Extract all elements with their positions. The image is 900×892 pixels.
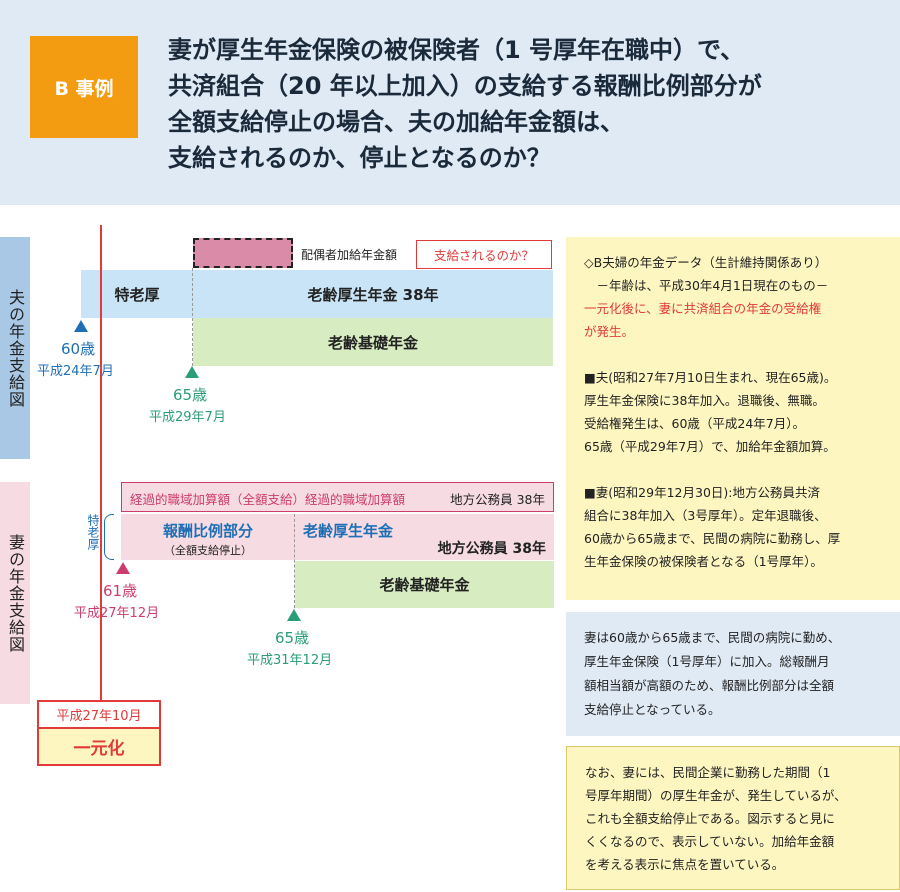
unification-line — [100, 225, 102, 700]
title-line-4: 支給されるのか、停止となるのか？ — [168, 144, 551, 172]
unification-label: 一元化 — [73, 739, 125, 759]
husband-age60-date: 平成24年7月 — [37, 364, 114, 379]
wife-remuneration-sub: （全額支給停止） — [164, 544, 252, 557]
wife-employee-pension-bar: 老齢厚生年金 地方公務員 38年 — [295, 514, 554, 560]
note-blue-line-2: 厚生年金保険（1号厚年）に加入。総報酬月 — [584, 654, 830, 669]
wife-basic-pension-bar: 老齢基礎年金 — [295, 561, 554, 608]
info-line-7: 厚生年金保険に38年加入。退職後、無職。 — [584, 393, 825, 408]
title-line-1: 妻が厚生年金保険の被保険者（1 号厚年在職中）で、 — [168, 36, 745, 64]
info-line-8: 受給権発生は、60歳（平成24年7月）。 — [584, 416, 806, 431]
info-line-11: ■妻(昭和29年12月30日):地方公務員共済 — [584, 485, 820, 500]
title-line-2: 共済組合（20 年以上加入）の支給する報酬比例部分が — [168, 72, 762, 100]
husband-dashed-divider — [192, 268, 193, 366]
wife-local-gov-label: 地方公務員 38年 — [437, 541, 546, 557]
wife-transitional-label: 経過的職域加算額（全額支給）経過的職域加算額 — [130, 492, 406, 507]
info-spacer-1 — [584, 343, 886, 366]
note-blue-line-3: 額相当額が高額のため、報酬比例部分は全額 — [584, 678, 835, 693]
wife-transitional-right: 地方公務員 38年 — [450, 492, 545, 507]
info-spacer-2 — [584, 458, 886, 481]
title-line-3: 全額支給停止の場合、夫の加給年金額は、 — [168, 108, 624, 136]
wife-age65: 65歳 — [275, 629, 310, 647]
husband-basic-pension-bar: 老齢基礎年金 — [193, 318, 553, 366]
info-line-2: －年齢は、平成30年4月1日現在のもの－ — [584, 278, 829, 293]
husband-employee-pension-label: 老齢厚生年金 38年 — [307, 285, 439, 304]
note-blue-line-4: 支給停止となっている。 — [584, 702, 721, 717]
unification-date: 平成27年10月 — [39, 702, 159, 729]
info-line-6: ■夫(昭和27年7月10日生まれ、現在65歳)。 — [584, 370, 837, 385]
wife-remuneration-bar: 報酬比例部分 （全額支給停止） — [121, 514, 295, 560]
husband-age60-marker — [74, 320, 88, 332]
wife-age65-marker — [287, 609, 301, 621]
question-box: 支給されるのか？ — [416, 240, 552, 269]
supplementary-note: なお、妻には、民間企業に勤務した期間（1 号厚年期間）の厚生年金が、発生している… — [566, 746, 900, 890]
wife-basic-pension-label: 老齢基礎年金 — [379, 576, 470, 594]
case-badge: B 事例 — [30, 36, 138, 138]
note-yellow-line-2: 号厚年期間）の厚生年金が、発生しているが、 — [585, 788, 847, 803]
husband-tokuro-bar: 特老厚 — [81, 270, 193, 318]
note-yellow-line-4: くくなるので、表示していない。加給年金額 — [585, 834, 835, 849]
husband-age60: 60歳 — [61, 340, 96, 358]
wife-employee-pension-label: 老齢厚生年金 — [303, 522, 394, 540]
note-yellow-line-5: を考える表示に焦点を置いている。 — [585, 857, 785, 872]
unification-box: 平成27年10月 一元化 — [37, 700, 161, 766]
page-title: 妻が厚生年金保険の被保険者（1 号厚年在職中）で、 共済組合（20 年以上加入）… — [168, 32, 888, 176]
info-line-1: ◇B夫婦の年金データ（生計維持関係あり） — [584, 255, 828, 270]
info-line-4: が発生。 — [584, 324, 635, 339]
husband-age65-date: 平成29年7月 — [149, 410, 226, 425]
wife-tokuro-label: 特老厚 — [86, 514, 100, 550]
wife-side-label: 妻の年金支給図 — [0, 482, 30, 704]
header-banner — [0, 0, 900, 205]
wife-age61-date: 平成27年12月 — [74, 606, 160, 621]
husband-basic-pension-label: 老齢基礎年金 — [327, 333, 418, 352]
wife-dashed-divider — [294, 514, 295, 608]
wife-age61-marker — [116, 562, 130, 574]
note-yellow-line-1: なお、妻には、民間企業に勤務した期間（1 — [585, 765, 831, 780]
info-line-3: 一元化後に、妻に共済組合の年金の受給権 — [584, 301, 822, 316]
couple-data-box: ◇B夫婦の年金データ（生計維持関係あり） －年齢は、平成30年4月1日現在のもの… — [566, 237, 900, 600]
wife-remuneration-label: 報酬比例部分 — [162, 522, 253, 540]
info-line-13: 60歳から65歳まで、民間の病院に勤務し、厚 — [584, 531, 841, 546]
wife-transitional-bar: 経過的職域加算額（全額支給）経過的職域加算額 地方公務員 38年 — [121, 482, 554, 512]
info-line-9: 65歳（平成29年7月）で、加給年金額加算。 — [584, 439, 836, 454]
info-line-12: 組合に38年加入（3号厚年）。定年退職後、 — [584, 508, 827, 523]
wife-tokuro-brace — [104, 514, 114, 560]
spouse-allowance-label: 配偶者加給年金額 — [301, 248, 398, 262]
note-blue-line-1: 妻は60歳から65歳まで、民間の病院に勤め、 — [584, 630, 841, 645]
husband-age65-marker — [185, 366, 199, 378]
info-line-14: 生年金保険の被保険者となる（1号厚年）。 — [584, 554, 823, 569]
husband-employee-pension-bar: 老齢厚生年金 38年 — [193, 270, 553, 318]
wife-age61: 61歳 — [103, 582, 138, 600]
wife-age65-date: 平成31年12月 — [247, 653, 333, 668]
husband-tokuro-label: 特老厚 — [114, 285, 160, 304]
note-yellow-line-3: これも全額支給停止である。図示すると見に — [585, 811, 835, 826]
wife-employment-note: 妻は60歳から65歳まで、民間の病院に勤め、 厚生年金保険（1号厚年）に加入。総… — [566, 612, 900, 736]
spouse-allowance-dashed-box — [193, 238, 293, 268]
husband-age65: 65歳 — [173, 386, 208, 404]
husband-side-label: 夫の年金支給図 — [0, 237, 30, 459]
